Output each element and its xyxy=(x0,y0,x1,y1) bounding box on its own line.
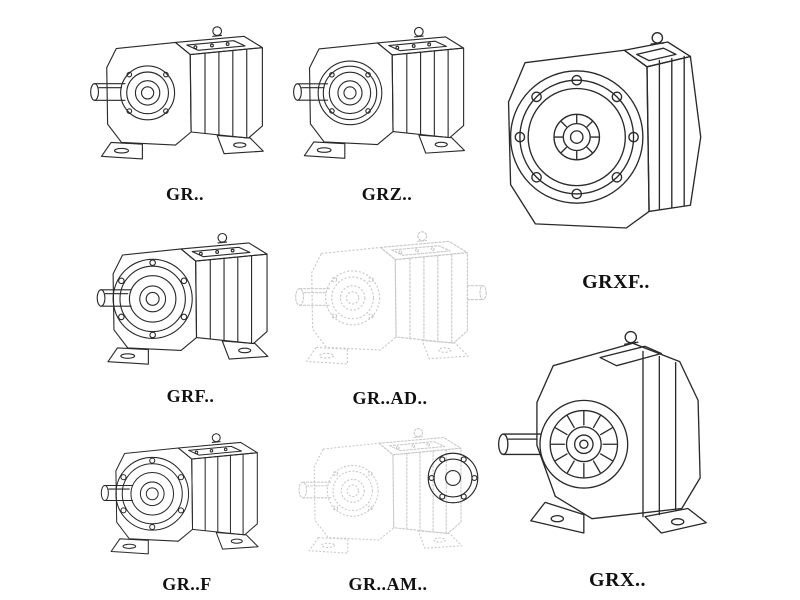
figure-gr: GR.. xyxy=(85,2,285,208)
figure-gr-ad: GR..AD.. xyxy=(290,208,490,412)
grx-gearbox-drawing xyxy=(490,296,745,568)
gr-gearbox-drawing xyxy=(85,2,285,182)
model-label-grx: GRX.. xyxy=(589,569,646,591)
grf-gearbox-drawing xyxy=(88,212,293,384)
model-label-gr: GR.. xyxy=(166,184,204,204)
model-label-gr-am: GR..AM.. xyxy=(348,574,428,594)
gr-f-gearbox-drawing xyxy=(86,414,288,572)
figure-grxf: GRXF.. xyxy=(492,0,740,296)
model-label-gr-ad: GR..AD.. xyxy=(352,388,428,408)
figure-gr-am: GR..AM.. xyxy=(288,408,488,598)
grz-gearbox-drawing xyxy=(288,2,486,182)
model-label-grf: GRF.. xyxy=(166,386,215,406)
model-label-gr-f: GR..F xyxy=(162,574,212,594)
model-label-grxf: GRXF.. xyxy=(582,271,650,293)
figure-grf: GRF.. xyxy=(88,212,293,410)
model-label-grz: GRZ.. xyxy=(361,184,413,204)
gr-ad-gearbox-drawing xyxy=(290,208,490,386)
figure-grx: GRX.. xyxy=(490,296,745,594)
figure-grz: GRZ.. xyxy=(288,2,486,208)
figure-gr-f: GR..F xyxy=(86,414,288,598)
grxf-gearbox-drawing xyxy=(492,0,740,270)
input-flange-drawing xyxy=(427,452,479,504)
